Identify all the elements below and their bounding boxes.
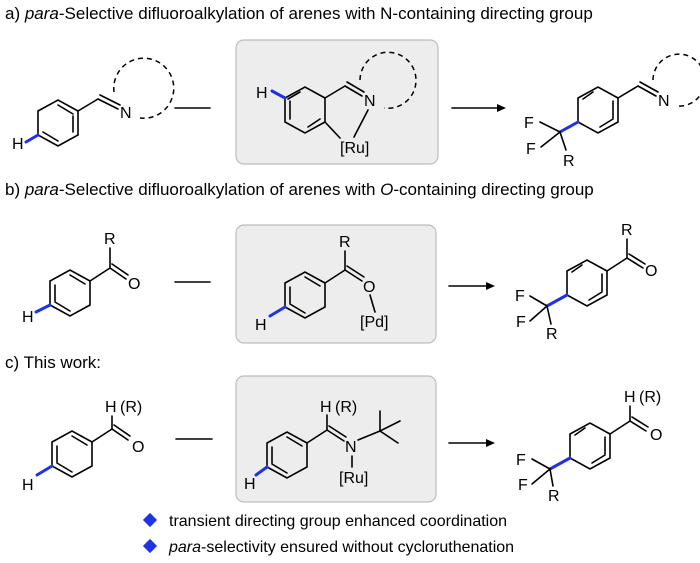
svg-text:H: H bbox=[22, 477, 34, 494]
intermediate-box-b bbox=[235, 224, 437, 344]
svg-text:F: F bbox=[515, 288, 525, 305]
svg-text:(R): (R) bbox=[120, 399, 142, 416]
svg-text:H: H bbox=[624, 389, 636, 406]
svg-text:N: N bbox=[658, 93, 670, 110]
svg-text:F: F bbox=[526, 141, 536, 158]
svg-text:[Ru]: [Ru] bbox=[340, 140, 369, 157]
reactant-c: H H (R) O bbox=[22, 399, 144, 494]
svg-text:R: R bbox=[339, 234, 351, 251]
svg-text:O: O bbox=[132, 439, 144, 456]
svg-text:(R): (R) bbox=[639, 389, 661, 406]
svg-text:R: R bbox=[563, 153, 575, 170]
svg-text:H: H bbox=[320, 399, 332, 416]
svg-text:F: F bbox=[524, 115, 534, 132]
intermediate-b: H R O [Pd] bbox=[255, 234, 388, 334]
svg-text:O: O bbox=[650, 427, 662, 444]
svg-text:R: R bbox=[546, 326, 558, 343]
svg-text:R: R bbox=[548, 488, 560, 505]
svg-text:H: H bbox=[256, 85, 268, 102]
heading-b: b) para-Selective difluoroalkylation of … bbox=[5, 180, 594, 199]
product-b: F F R R O bbox=[515, 222, 657, 343]
reactant-a: H N bbox=[12, 57, 175, 153]
reactant-b: H R O bbox=[22, 231, 140, 326]
svg-text:H: H bbox=[22, 309, 34, 326]
svg-text:O: O bbox=[363, 279, 375, 296]
svg-text:N: N bbox=[364, 93, 376, 110]
svg-text:R: R bbox=[621, 222, 633, 239]
svg-text:H: H bbox=[12, 136, 24, 153]
intermediate-c: H H (R) N [Ru] bbox=[244, 399, 401, 493]
legend-item-selectivity: para-selectivity ensured without cycloru… bbox=[142, 538, 514, 557]
svg-text:O: O bbox=[128, 276, 140, 293]
diamond-bullet-icon bbox=[142, 512, 158, 528]
intermediate-box-c bbox=[235, 375, 437, 503]
svg-text:F: F bbox=[518, 477, 528, 494]
svg-text:O: O bbox=[645, 263, 657, 280]
product-a: F F R N bbox=[524, 53, 700, 170]
svg-text:H: H bbox=[105, 399, 117, 416]
product-c: F F R H (R) O bbox=[516, 389, 662, 505]
heading-a: a) para-Selective difluoroalkylation of … bbox=[5, 4, 593, 23]
svg-text:N: N bbox=[345, 439, 357, 456]
svg-text:[Ru]: [Ru] bbox=[339, 470, 368, 487]
intermediate-box-a bbox=[235, 39, 439, 165]
svg-text:H: H bbox=[255, 317, 267, 334]
svg-text:(R): (R) bbox=[335, 399, 357, 416]
arrowhead-b bbox=[486, 282, 495, 290]
svg-text:H: H bbox=[244, 476, 256, 493]
svg-text:F: F bbox=[516, 314, 526, 331]
svg-text:N: N bbox=[120, 105, 132, 122]
heading-c: c) This work: bbox=[5, 353, 102, 372]
intermediate-a: H N [Ru] bbox=[256, 51, 417, 157]
svg-text:F: F bbox=[516, 452, 526, 469]
diamond-bullet-icon bbox=[142, 538, 158, 554]
legend-item-coordination: transient directing group enhanced coord… bbox=[142, 512, 507, 531]
svg-text:R: R bbox=[104, 231, 116, 248]
arrowhead-a bbox=[497, 104, 506, 112]
svg-text:[Pd]: [Pd] bbox=[360, 314, 388, 331]
arrowhead-c bbox=[486, 439, 495, 447]
